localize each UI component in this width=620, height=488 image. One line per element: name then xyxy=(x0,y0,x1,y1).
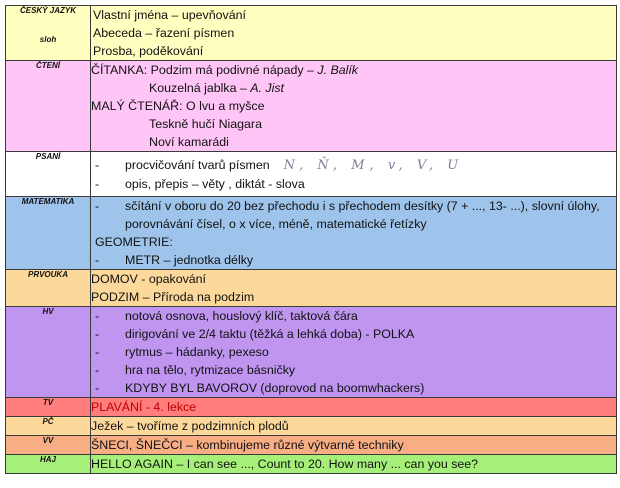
subject-label: ČTENÍ xyxy=(5,60,91,152)
row-haj: HAJ HELLO AGAIN – I can see ..., Count t… xyxy=(5,454,617,474)
bullet-item: -dirigování ve 2/4 taktu (těžká a lehká … xyxy=(95,327,415,341)
content-line: HELLO AGAIN – I can see ..., Count to 20… xyxy=(91,457,479,471)
subject-label: TV xyxy=(5,397,91,417)
row-matematika: MATEMATIKA -sčítání v oboru do 20 bez př… xyxy=(5,196,617,270)
content-line: PLAVÁNÍ - 4. lekce xyxy=(91,400,197,414)
subject-content: ČÍTANKA: Podzim má podivné nápady – J. B… xyxy=(90,60,617,152)
content-line: PODZIM – Příroda na podzim xyxy=(91,290,255,304)
content-line: Abeceda – řazení písmen xyxy=(93,26,235,40)
cursive-letters-sample: N, Ň, M, v, V, U xyxy=(283,158,464,173)
subject-label: HV xyxy=(5,306,91,398)
bullet-dash: - xyxy=(95,363,100,377)
lesson-plan-table: ČESKÝ JAZYK sloh Vlastní jména – upevňov… xyxy=(5,5,617,474)
row-hv: HV -notová osnova, houslový klíč, taktov… xyxy=(5,306,617,398)
subject-label: ČESKÝ JAZYK sloh xyxy=(5,5,91,61)
subject-label: VV xyxy=(5,435,91,455)
bullet-dash: - xyxy=(95,253,100,267)
content-line: ČÍTANKA: Podzim má podivné nápady – J. B… xyxy=(91,63,358,77)
bullet-item: -sčítání v oboru do 20 bez přechodu i s … xyxy=(95,199,600,231)
content-line: GEOMETRIE: xyxy=(95,235,173,249)
row-vv: VV ŠNECI, ŠNEČCI – kombinujeme různé výt… xyxy=(5,435,617,455)
bullet-item: -opis, přepis – věty , diktát - slova xyxy=(95,177,305,191)
bullet-item: -METR – jednotka délky xyxy=(95,253,254,267)
bullet-dash: - xyxy=(95,177,100,191)
row-tv: TV PLAVÁNÍ - 4. lekce xyxy=(5,397,617,417)
bullet-dash: - xyxy=(95,381,100,395)
bullet-item: -KDYBY BYL BAVOROV (doprovod na boomwhac… xyxy=(95,381,425,395)
subject-label: PSANÍ xyxy=(5,151,91,197)
content-line: Vlastní jména – upevňování xyxy=(93,8,246,22)
bullet-dash: - xyxy=(95,158,100,172)
content-line: Teskně hučí Niagara xyxy=(149,117,262,131)
row-cteni: ČTENÍ ČÍTANKA: Podzim má podivné nápady … xyxy=(5,60,617,152)
bullet-item: -rytmus – hádanky, pexeso xyxy=(95,345,269,359)
subject-content: HELLO AGAIN – I can see ..., Count to 20… xyxy=(90,454,617,474)
bullet-dash: - xyxy=(95,345,100,359)
subject-sub-label: sloh xyxy=(39,35,57,44)
row-prvouka: PRVOUKA DOMOV - opakování PODZIM – Příro… xyxy=(5,269,617,307)
bullet-dash: - xyxy=(95,309,100,323)
content-line: DOMOV - opakování xyxy=(91,272,207,286)
subject-label: MATEMATIKA xyxy=(5,196,91,270)
bullet-item: -notová osnova, houslový klíč, taktová č… xyxy=(95,309,358,323)
subject-content: DOMOV - opakování PODZIM – Příroda na po… xyxy=(90,269,617,307)
subject-content: Ježek – tvoříme z podzimních plodů xyxy=(90,416,617,436)
bullet-dash: - xyxy=(95,199,100,213)
subject-content: -sčítání v oboru do 20 bez přechodu i s … xyxy=(90,196,617,270)
subject-label: PRVOUKA xyxy=(5,269,91,307)
subject-content: ŠNECI, ŠNEČCI – kombinujeme různé výtvar… xyxy=(90,435,617,455)
subject-content: Vlastní jména – upevňování Abeceda – řaz… xyxy=(90,5,617,61)
bullet-dash: - xyxy=(95,327,100,341)
subject-label: PČ xyxy=(5,416,91,436)
row-cesky-jazyk: ČESKÝ JAZYK sloh Vlastní jména – upevňov… xyxy=(5,5,617,61)
bullet-item: -hra na tělo, rytmizace básničky xyxy=(95,363,296,377)
subject-content: -notová osnova, houslový klíč, taktová č… xyxy=(90,306,617,398)
content-line: ŠNECI, ŠNEČCI – kombinujeme různé výtvar… xyxy=(91,438,404,452)
content-line: Noví kamarádi xyxy=(149,135,229,149)
content-line: Prosba, poděkování xyxy=(93,44,204,58)
content-line: MALÝ ČTENÁŘ: O lvu a myšce xyxy=(91,99,265,113)
content-line: Ježek – tvoříme z podzimních plodů xyxy=(91,419,289,433)
subject-label: HAJ xyxy=(5,454,91,474)
subject-content: PLAVÁNÍ - 4. lekce xyxy=(90,397,617,417)
row-pc: PČ Ježek – tvoříme z podzimních plodů xyxy=(5,416,617,436)
content-line: Kouzelná jablka – A. Jist xyxy=(149,81,285,95)
